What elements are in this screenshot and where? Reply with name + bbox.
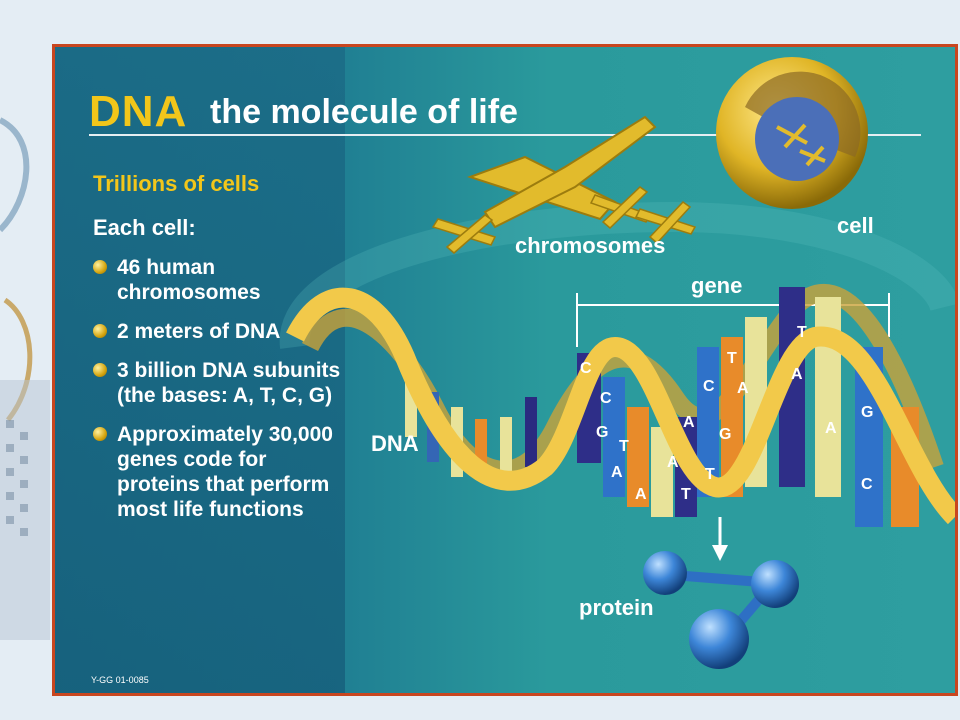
list-item: Approximately 30,000 genes code for prot… bbox=[91, 422, 351, 522]
arrow-down-icon bbox=[712, 517, 728, 561]
section-heading: Trillions of cells bbox=[93, 171, 260, 196]
base-letter: T bbox=[619, 438, 629, 455]
base-letter: A bbox=[737, 380, 749, 397]
base-letter: A bbox=[683, 414, 695, 431]
list-item-text: 2 meters of DNA bbox=[117, 320, 281, 343]
dna-diagram-panel: C C G T A A A T T C A G A T A T A G C bbox=[52, 44, 958, 696]
dna-strand-front bbox=[286, 287, 955, 525]
bullet-icon bbox=[93, 260, 107, 274]
figure-code: Y-GG 01-0085 bbox=[91, 675, 149, 685]
base-letters: C C G T A A A T T C A G A T A T A G C bbox=[580, 324, 873, 503]
label-chromosomes: chromosomes bbox=[515, 233, 666, 258]
bullet-icon bbox=[93, 427, 107, 441]
base-letter: C bbox=[580, 360, 592, 377]
title-subtitle: the molecule of life bbox=[210, 93, 518, 131]
bullet-icon bbox=[93, 324, 107, 338]
label-cell: cell bbox=[837, 213, 874, 238]
list-item-text: Approximately 30,000 genes code for prot… bbox=[117, 423, 333, 521]
protein-molecule bbox=[643, 551, 799, 669]
base-letter: G bbox=[719, 426, 731, 443]
base-letter: G bbox=[596, 424, 608, 441]
label-dna: DNA bbox=[371, 431, 419, 456]
base-letter: T bbox=[705, 466, 715, 483]
list-item: 46 human chromosomes bbox=[91, 255, 351, 305]
chromosome-large bbox=[466, 115, 657, 229]
list-item-text: 3 billion DNA subunits (the bases: A, T,… bbox=[117, 359, 341, 407]
base-letter: T bbox=[797, 324, 807, 341]
base-letter: A bbox=[611, 464, 623, 481]
base-letter: C bbox=[861, 476, 873, 493]
base-letter: G bbox=[861, 404, 873, 421]
label-protein: protein bbox=[579, 595, 654, 620]
list-item-text: 46 human chromosomes bbox=[117, 256, 261, 304]
base-letter: A bbox=[791, 366, 803, 383]
base-letter: A bbox=[667, 454, 679, 471]
base-letter: T bbox=[681, 486, 691, 503]
list-item: 2 meters of DNA bbox=[91, 319, 351, 344]
fact-list: 46 human chromosomes 2 meters of DNA 3 b… bbox=[91, 255, 351, 536]
base-letter: C bbox=[703, 378, 715, 395]
base-letter: T bbox=[727, 350, 737, 367]
label-gene: gene bbox=[691, 273, 743, 298]
chromosome-small bbox=[431, 186, 697, 254]
cell-illustration bbox=[716, 57, 868, 209]
base-letter: A bbox=[635, 486, 647, 503]
base-letter: A bbox=[825, 420, 837, 437]
base-letter: C bbox=[600, 390, 612, 407]
list-item: 3 billion DNA subunits (the bases: A, T,… bbox=[91, 358, 351, 408]
dna-illustration: C C G T A A A T T C A G A T A T A G C bbox=[89, 57, 955, 669]
title-dna: DNA bbox=[89, 87, 188, 136]
each-cell-label: Each cell: bbox=[93, 215, 196, 240]
bullet-icon bbox=[93, 363, 107, 377]
